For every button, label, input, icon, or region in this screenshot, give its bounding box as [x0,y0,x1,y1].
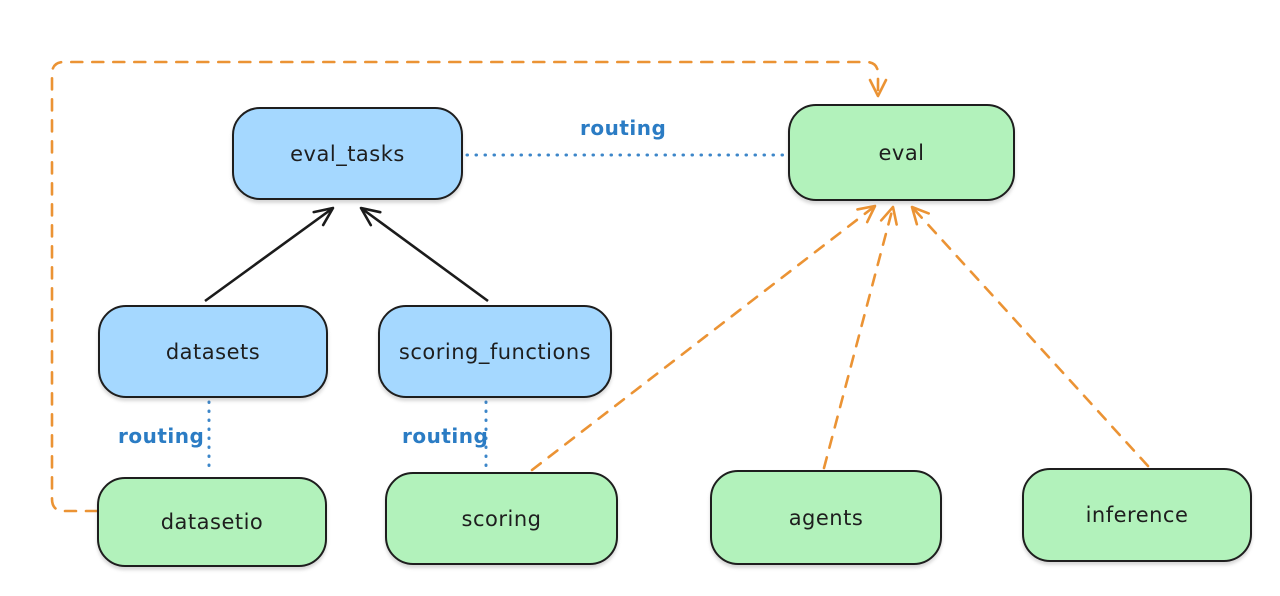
edge-agents-to-eval-dashed [822,205,898,470]
node-scoring-functions: scoring_functions [378,305,612,398]
node-scoring-label: scoring [461,506,542,531]
node-datasetio: datasetio [97,477,327,567]
edge-inference-to-eval-dashed [910,205,1150,468]
node-agents-label: agents [788,505,864,530]
node-datasetio-label: datasetio [160,510,264,534]
routing-label-datasets: routing [118,424,205,448]
edge-datasetio-to-eval-dashed [50,60,888,513]
node-eval-tasks-label: eval_tasks [290,141,405,166]
node-scoring: scoring [385,472,618,565]
node-datasets-label: datasets [165,339,261,364]
routing-label-top: routing [580,116,667,140]
node-agents: agents [710,470,942,565]
node-inference: inference [1022,468,1252,562]
node-scoring-functions-label: scoring_functions [398,339,592,364]
node-eval-label: eval [878,140,925,165]
routing-label-scoring: routing [402,424,489,448]
edge-scoring-to-eval-dashed [530,204,877,472]
node-eval-tasks: eval_tasks [232,107,463,200]
node-inference-label: inference [1085,503,1189,527]
node-eval: eval [788,104,1015,201]
node-datasets: datasets [98,305,328,398]
edge-scoring-functions-to-eval-tasks [359,206,489,303]
edge-datasets-to-eval-tasks [204,206,335,303]
